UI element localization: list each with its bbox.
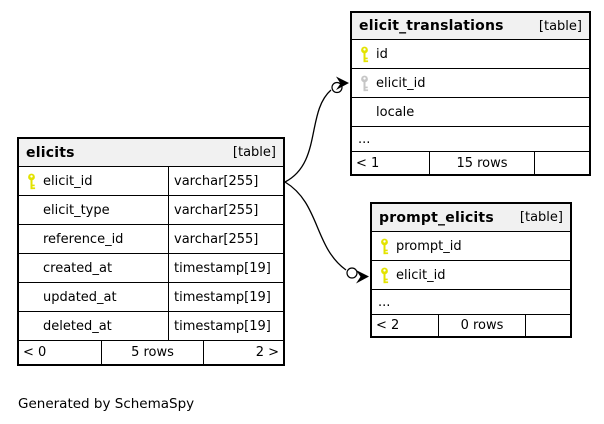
column-name: deleted_at	[43, 318, 112, 334]
column-row-locale: locale	[352, 98, 589, 127]
column-row-prompt-id: prompt_id	[372, 232, 570, 261]
foreign-key-icon	[352, 75, 376, 92]
children-count	[526, 315, 570, 336]
column-name: elicit_type	[43, 202, 110, 218]
primary-key-icon	[19, 173, 43, 190]
column-row-elicit-type: elicit_type varchar[255]	[19, 196, 283, 225]
table-type-tag: [table]	[538, 18, 582, 34]
primary-key-icon	[352, 46, 376, 63]
generated-by-caption: Generated by SchemaSpy	[18, 396, 195, 412]
column-name: reference_id	[43, 231, 124, 247]
parents-count: < 0	[19, 341, 102, 364]
table-elicit-translations[interactable]: elicit_translations [table] id	[350, 11, 591, 176]
arrowhead-prompt-elicits	[356, 270, 369, 284]
column-name: prompt_id	[396, 238, 462, 254]
column-name: created_at	[43, 260, 113, 276]
column-row-elicit-id: elicit_id varchar[255]	[19, 167, 283, 196]
column-name: elicit_id	[396, 267, 446, 283]
table-prompt-elicits[interactable]: prompt_elicits [table] prompt_id	[370, 202, 572, 338]
table-type-tag: [table]	[232, 145, 276, 160]
column-type: varchar[255]	[174, 173, 259, 189]
table-prompt-elicits-header[interactable]: prompt_elicits [table]	[372, 204, 570, 232]
primary-key-icon	[372, 238, 396, 255]
column-row-updated-at: updated_at timestamp[19]	[19, 283, 283, 312]
table-elicit-translations-footer: < 1 15 rows	[352, 152, 589, 174]
table-elicits-header[interactable]: elicits [table]	[19, 139, 283, 167]
table-title: prompt_elicits	[379, 209, 494, 226]
column-type: varchar[255]	[174, 202, 259, 218]
column-row-id: id	[352, 40, 589, 69]
column-row-elicit-id: elicit_id	[372, 261, 570, 290]
column-type: timestamp[19]	[174, 260, 271, 276]
children-count: 2 >	[255, 345, 279, 360]
rows-count: 15 rows	[430, 152, 535, 174]
column-name: id	[376, 46, 388, 62]
column-type: varchar[255]	[174, 231, 259, 247]
column-name: elicit_id	[43, 173, 93, 189]
children-count	[535, 152, 589, 174]
column-name: elicit_id	[376, 75, 426, 91]
more-columns-ellipsis: ...	[352, 127, 589, 152]
table-elicits[interactable]: elicits [table] elicit_id varchar[255]	[17, 137, 285, 366]
arrowhead-elicit-translations	[336, 76, 349, 90]
relationship-curve-elicits-to-prompt-elicits	[284, 181, 347, 271]
column-type: timestamp[19]	[174, 289, 271, 305]
column-row-created-at: created_at timestamp[19]	[19, 254, 283, 283]
column-name: updated_at	[43, 289, 117, 305]
column-type: timestamp[19]	[174, 318, 271, 334]
relationship-curve-elicits-to-elicit-translations	[284, 89, 332, 183]
table-type-tag: [table]	[519, 210, 563, 225]
more-columns-ellipsis: ...	[372, 290, 570, 315]
ellipsis-label: ...	[358, 131, 371, 147]
parents-count: < 1	[352, 152, 430, 174]
ellipsis-label: ...	[378, 294, 391, 310]
column-row-deleted-at: deleted_at timestamp[19]	[19, 312, 283, 341]
column-row-elicit-id: elicit_id	[352, 69, 589, 98]
primary-key-icon	[372, 267, 396, 284]
table-elicit-translations-header[interactable]: elicit_translations [table]	[352, 13, 589, 40]
parents-count: < 2	[372, 315, 439, 336]
zero-cardinality-circle-prompt-elicits	[346, 267, 358, 279]
table-title: elicit_translations	[359, 18, 504, 34]
table-title: elicits	[26, 144, 75, 161]
rows-count: 5 rows	[102, 341, 204, 364]
rows-count: 0 rows	[439, 315, 526, 336]
column-row-reference-id: reference_id varchar[255]	[19, 225, 283, 254]
zero-cardinality-circle-elicit-translations	[331, 81, 343, 94]
column-name: locale	[376, 104, 415, 120]
table-elicits-footer: < 0 5 rows 2 >	[19, 341, 283, 364]
table-prompt-elicits-footer: < 2 0 rows	[372, 315, 570, 336]
